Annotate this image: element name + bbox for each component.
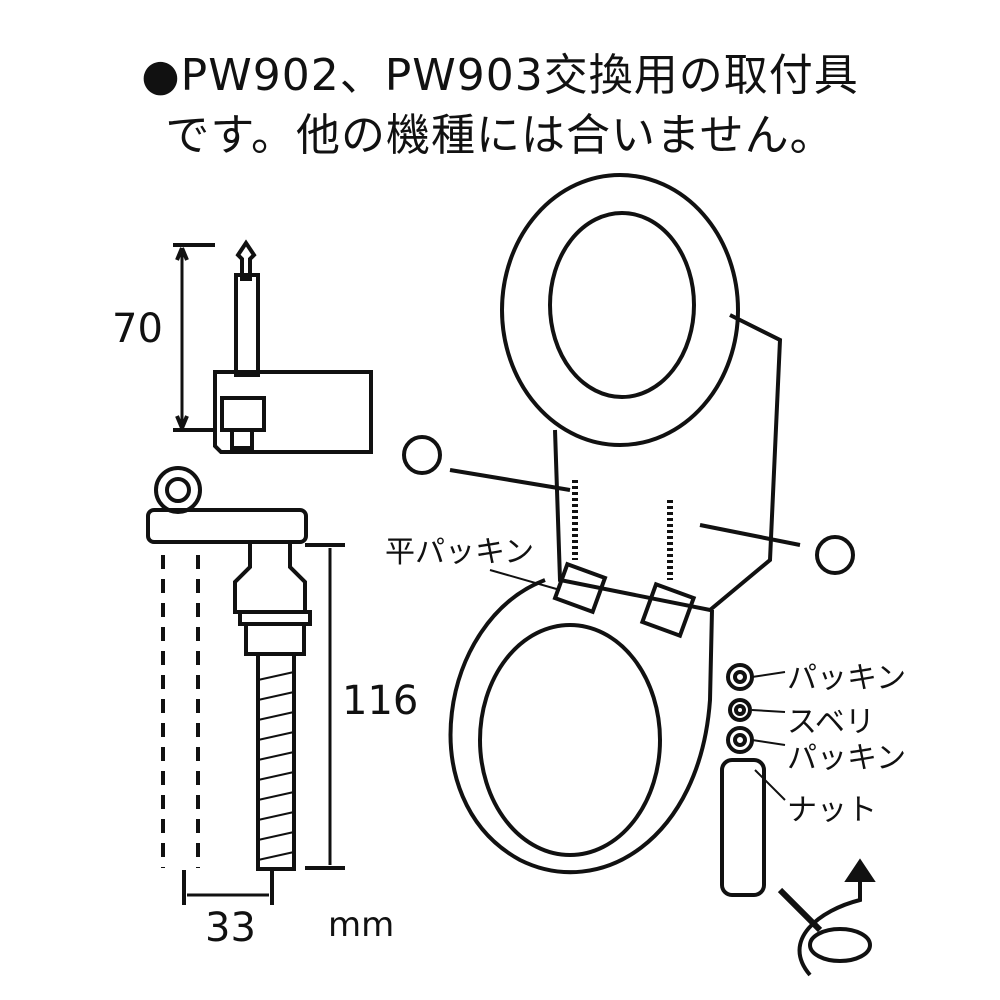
- bolt-part-drawing: [146, 466, 345, 905]
- dimension-70: 70: [112, 306, 163, 352]
- packing-parts-drawing: [720, 663, 876, 977]
- label-nut: ナット: [787, 793, 877, 828]
- label-slide-packing-2: パッキン: [787, 741, 907, 776]
- bracket-part-drawing: [173, 239, 373, 454]
- title-line-1: ●PW902、PW903交換用の取付具: [141, 50, 859, 101]
- title-line-2: です。他の機種には合いません。: [165, 110, 835, 161]
- unit-label: mm: [328, 905, 395, 945]
- label-packing: パッキン: [787, 661, 907, 696]
- dimension-33: 33: [205, 905, 256, 951]
- toilet-drawing: [402, 173, 855, 875]
- dimension-116: 116: [342, 678, 419, 724]
- label-flat-packing: 平パッキン: [385, 535, 535, 570]
- label-slide-packing-1: スベリ: [787, 705, 875, 740]
